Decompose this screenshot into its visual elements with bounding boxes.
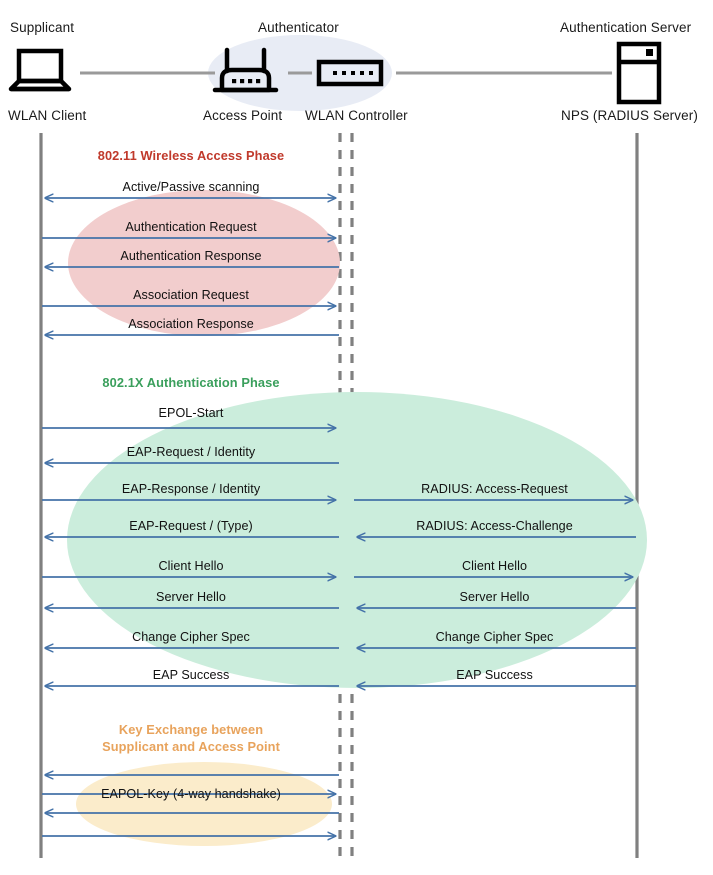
message-label-radius-access-request: RADIUS: Access-Request [421,482,568,496]
phase-heading-dot1x: 802.1X Authentication Phase [102,375,280,390]
device-label-wlan-controller: WLAN Controller [305,108,408,123]
device-label-nps-radius-server: NPS (RADIUS Server) [561,108,698,123]
message-label-eap-success-left: EAP Success [152,668,230,682]
phase-heading-key-exchange-line2: Supplicant and Access Point [102,739,280,754]
role-title-authenticator: Authenticator [258,20,339,35]
message-label-authentication-response: Authentication Response [120,249,262,263]
role-title-supplicant: Supplicant [10,20,75,35]
message-label-change-cipher-spec-right: Change Cipher Spec [435,630,554,644]
message-label-association-response: Association Response [128,317,254,331]
message-label-server-hello-right: Server Hello [459,590,530,604]
device-label-access-point: Access Point [203,108,283,123]
message-label-active-passive-scanning: Active/Passive scanning [122,180,260,194]
message-label-eap-response-identity: EAP-Response / Identity [121,482,261,496]
wlan-controller-icon [316,59,384,87]
phase-ellipse-wireless-access [68,190,340,336]
phase-heading-wireless-access: 802.11 Wireless Access Phase [97,148,285,163]
message-label-association-request: Association Request [133,288,249,302]
message-label-epol-start: EPOL-Start [158,406,224,420]
message-label-authentication-request: Authentication Request [125,220,257,234]
message-label-eap-success-right: EAP Success [456,668,533,682]
message-label-server-hello-left: Server Hello [156,590,226,604]
phase-heading-key-exchange-line1: Key Exchange between [118,722,264,737]
message-label-client-hello-left: Client Hello [158,559,224,573]
phase-ellipse-key-exchange [76,762,332,846]
laptop-icon [8,48,72,92]
message-label-eapol-key: EAPOL-Key (4-way handshake) [101,787,281,801]
role-title-authentication-server: Authentication Server [560,20,692,35]
phase-heading-key-exchange: Key Exchange between Supplicant and Acce… [41,721,341,755]
access-point-icon [212,47,279,93]
device-label-wlan-client: WLAN Client [8,108,87,123]
message-label-radius-access-challenge: RADIUS: Access-Challenge [416,519,573,533]
message-label-client-hello-right: Client Hello [462,559,527,573]
server-icon [616,41,662,105]
message-label-eap-request-type: EAP-Request / (Type) [129,519,253,533]
message-label-change-cipher-spec-left: Change Cipher Spec [132,630,250,644]
message-label-eap-request-identity: EAP-Request / Identity [126,445,256,459]
